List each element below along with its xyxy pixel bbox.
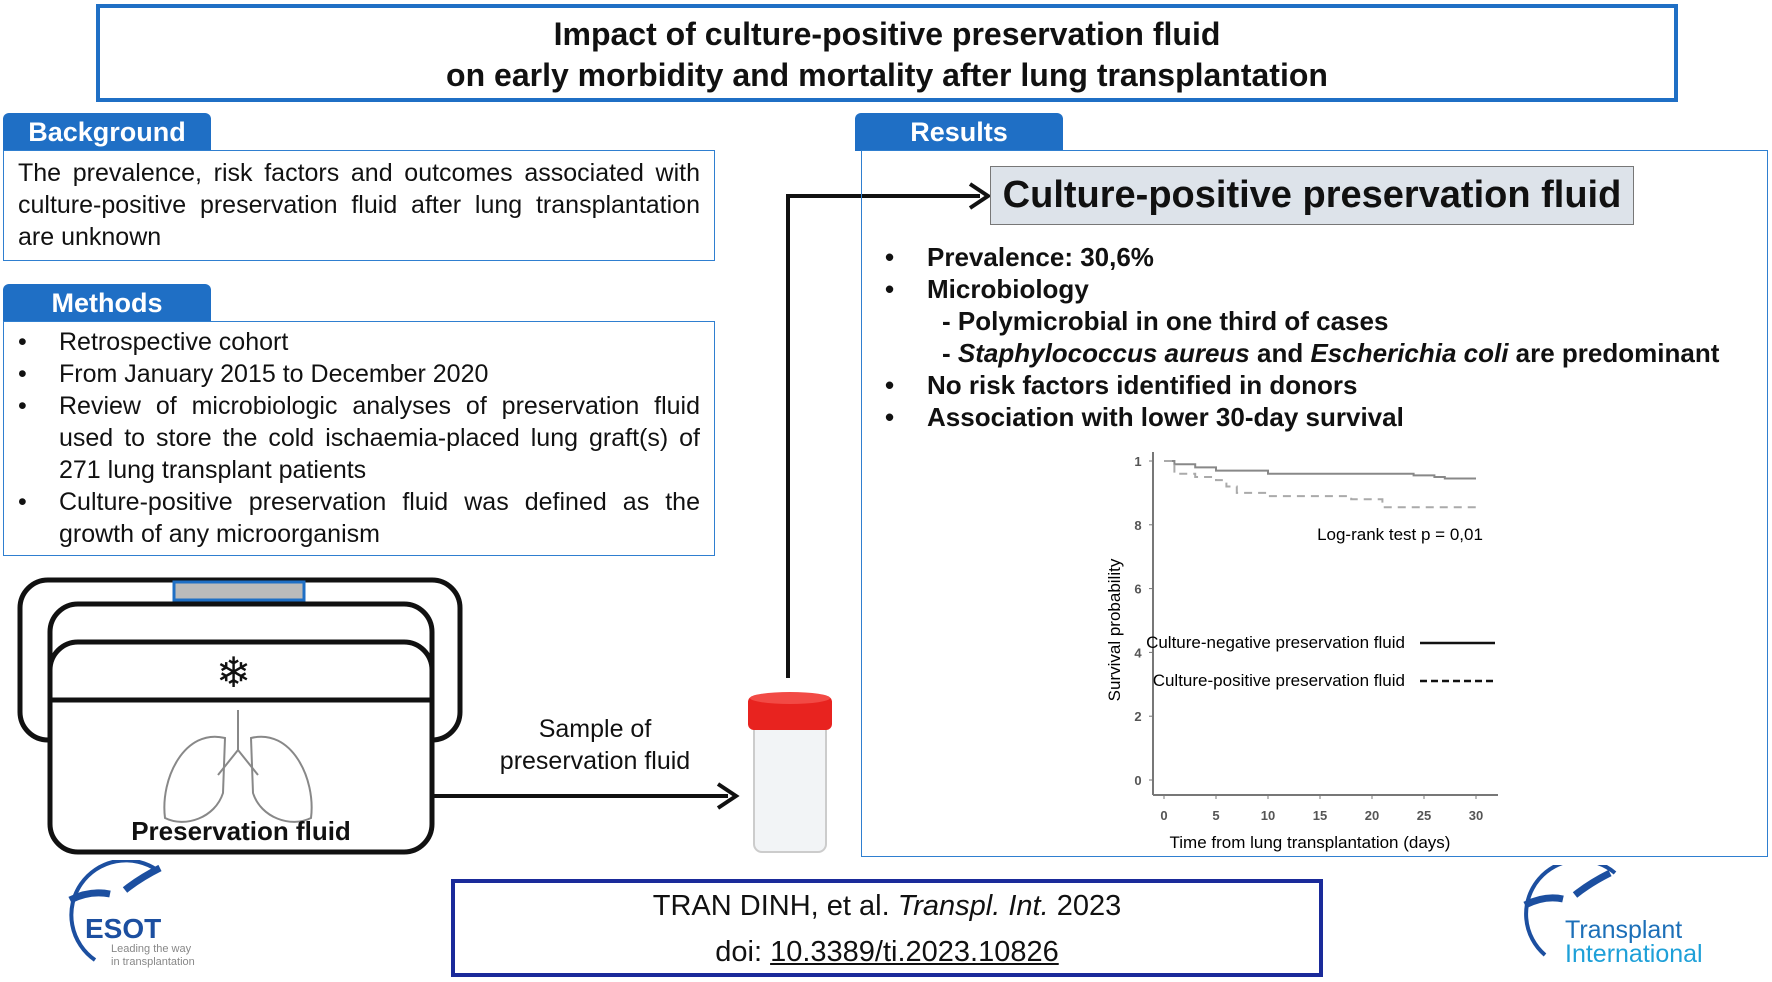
result-sub-polymicrobial: - Polymicrobial in one third of cases — [942, 306, 1389, 336]
x-axis-label: Time from lung transplantation (days) — [1170, 833, 1451, 852]
citation-authors: TRAN DINH, et al. — [652, 890, 898, 922]
legend-label: Culture-positive preservation fluid — [1153, 671, 1405, 690]
conj: and — [1249, 338, 1311, 368]
x-tick-label: 5 — [1212, 808, 1219, 823]
citation-line: TRAN DINH, et al. Transpl. Int. 2023 — [455, 883, 1319, 929]
results-heading: Culture-positive preservation fluid — [990, 166, 1634, 225]
annotation: Log-rank test p = 0,01 — [1317, 525, 1483, 544]
organism-2: Escherichia coli — [1310, 338, 1509, 368]
esot-tag1: Leading the way — [111, 943, 192, 955]
transplant-international-logo: Transplant International — [1523, 865, 1703, 965]
citation-journal: Transpl. Int. — [897, 890, 1049, 922]
x-tick-label: 30 — [1469, 808, 1483, 823]
page-title: Impact of culture-positive preservation … — [96, 4, 1678, 102]
y-tick-label: 8 — [1134, 518, 1141, 533]
results-tab: Results — [855, 113, 1063, 151]
y-tick-label: 6 — [1134, 582, 1141, 597]
background-box: The prevalence, risk factors and outcome… — [3, 150, 715, 261]
organism-1: Staphylococcus aureus — [957, 338, 1250, 368]
sample-label: Sample of preservation fluid — [499, 715, 691, 775]
series-line-negative — [1164, 460, 1476, 480]
cooler-label: Preservation fluid — [131, 816, 351, 846]
citation-year: 2023 — [1048, 890, 1122, 922]
lungs-icon — [163, 710, 313, 823]
y-axis-label: Survival probability — [1105, 558, 1124, 701]
background-text: The prevalence, risk factors and outcome… — [18, 159, 700, 251]
y-tick-label: 2 — [1134, 709, 1141, 724]
result-sub-organisms: - Staphylococcus aureus and Escherichia … — [942, 338, 1720, 368]
x-tick-label: 10 — [1261, 808, 1275, 823]
legend-label: Culture-negative preservation fluid — [1146, 633, 1405, 652]
title-line-1: Impact of culture-positive preservation … — [553, 16, 1221, 52]
esot-logo-text: ESOT — [85, 913, 161, 944]
cooler-illustration — [17, 577, 463, 855]
title-line-2: on early morbidity and mortality after l… — [446, 57, 1328, 93]
esot-tag2: in transplantation — [111, 956, 195, 968]
x-tick-label: 25 — [1417, 808, 1431, 823]
result-microbiology: Microbiology — [885, 273, 1719, 305]
x-tick-label: 15 — [1313, 808, 1327, 823]
results-box — [861, 150, 1768, 857]
result-survival: Association with lower 30-day survival — [885, 401, 1719, 433]
result-risk: No risk factors identified in donors — [885, 369, 1719, 401]
y-tick-label: 4 — [1134, 645, 1142, 660]
ti-logo-text1: Transplant — [1565, 916, 1682, 944]
sample-jar-icon — [748, 692, 832, 853]
y-tick-label: 1 — [1134, 454, 1141, 469]
doi-line: doi: 10.3389/ti.2023.10826 — [455, 929, 1319, 975]
methods-item: From January 2015 to December 2020 — [4, 358, 700, 390]
doi-label: doi: — [715, 936, 771, 968]
x-tick-label: 0 — [1160, 808, 1167, 823]
citation-box: TRAN DINH, et al. Transpl. Int. 2023 doi… — [451, 879, 1323, 977]
results-list: Prevalence: 30,6% Microbiology - Polymic… — [885, 241, 1719, 433]
doi-link[interactable]: 10.3389/ti.2023.10826 — [770, 936, 1059, 968]
ti-logo-text2: International — [1565, 940, 1703, 965]
esot-logo: ESOT Leading the way in transplantation — [68, 860, 195, 968]
background-tab: Background — [3, 113, 211, 151]
organism-suffix: are predominant — [1508, 338, 1720, 368]
methods-item: Review of microbiologic analyses of pres… — [4, 390, 700, 486]
y-tick-label: 0 — [1134, 773, 1141, 788]
methods-box: Retrospective cohort From January 2015 t… — [3, 321, 715, 556]
result-prevalence: Prevalence: 30,6% — [885, 241, 1719, 273]
methods-tab: Methods — [3, 284, 211, 322]
methods-item: Retrospective cohort — [4, 326, 700, 358]
methods-item: Culture-positive preservation fluid was … — [4, 486, 700, 550]
snowflake-icon: ❄ — [216, 649, 252, 696]
series-line-positive — [1164, 460, 1476, 509]
x-tick-label: 20 — [1365, 808, 1379, 823]
